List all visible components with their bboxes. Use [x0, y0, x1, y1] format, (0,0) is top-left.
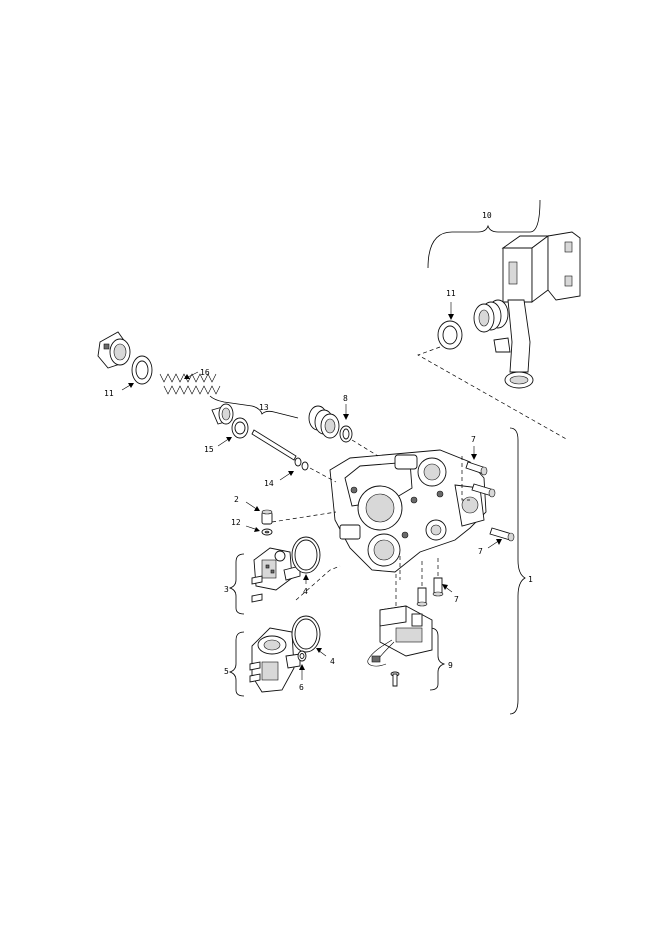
- callout-2: 2: [234, 495, 239, 504]
- plug-2-and-washer-12: 2 12: [231, 495, 337, 536]
- callout-7-right: 7: [478, 547, 483, 556]
- callout-16: 16: [200, 368, 210, 377]
- pump-housing-assembly: 1 7: [329, 427, 533, 715]
- brace-5: [228, 631, 245, 697]
- callout-14: 14: [264, 479, 274, 488]
- brace-9: [429, 627, 446, 691]
- callout-1: 1: [528, 575, 533, 584]
- sensor-assembly-3: 3 4: [224, 536, 341, 615]
- sensor-assembly-5: 5 4 6: [224, 615, 335, 697]
- callout-5: 5: [224, 667, 229, 676]
- valve-cap: [97, 331, 131, 369]
- piston: [211, 403, 234, 425]
- callout-13: 13: [259, 403, 269, 412]
- callout-6: 6: [299, 683, 304, 692]
- callout-15: 15: [204, 445, 214, 454]
- callout-7-lower: 7: [454, 595, 459, 604]
- screw-9: [390, 671, 400, 687]
- callout-7-upper: 7: [471, 435, 476, 444]
- brace-1: [509, 427, 526, 715]
- callout-12: 12: [231, 518, 241, 527]
- brace-10: [427, 199, 541, 269]
- callout-11-left: 11: [104, 389, 114, 398]
- callout-4-upper: 4: [303, 587, 308, 596]
- relief-valve-parts: 11 16 13 15 14: [97, 331, 337, 488]
- switch-assembly-9: 9: [367, 574, 453, 691]
- callout-11-upper: 11: [446, 289, 456, 298]
- callout-3: 3: [224, 585, 229, 594]
- callout-9: 9: [448, 661, 453, 670]
- brace-3: [228, 553, 245, 615]
- valve-pin: [251, 429, 297, 461]
- callout-8: 8: [343, 394, 348, 403]
- insert-8: 8: [308, 394, 379, 457]
- outlet-pipe-bracket-assembly: 11 10: [417, 199, 581, 441]
- callout-4-lower: 4: [330, 657, 335, 666]
- screw-7-upper: [465, 461, 496, 498]
- screw-7-lower: [416, 577, 444, 607]
- brace-13: [209, 395, 299, 419]
- screw-7-right: [489, 527, 515, 542]
- callout-10: 10: [482, 211, 492, 220]
- threaded-stub: [473, 299, 509, 333]
- spring-16: [159, 373, 221, 395]
